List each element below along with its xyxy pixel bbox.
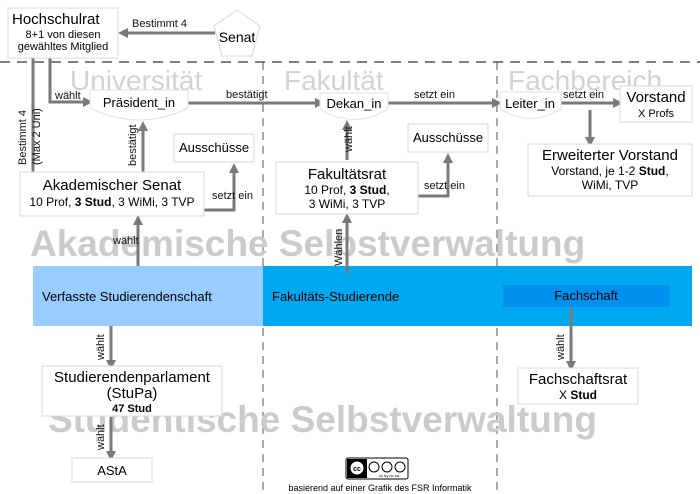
node-fachschaftsrat	[517, 367, 639, 405]
svg-text:cc: cc	[353, 466, 361, 473]
ausschuesse-uni-title: Ausschüsse	[179, 140, 249, 155]
node-studierendenparlament	[41, 365, 223, 417]
vorstand-title: Vorstand	[626, 89, 685, 106]
hochschulrat-line2: gewähltes Mitglied	[18, 41, 109, 53]
arrow-waehlt-praesident	[48, 52, 93, 107]
edge-label-waehlt-dekan: wählt	[343, 126, 355, 153]
node-vorstand	[619, 85, 693, 123]
akad-senat-line1: 10 Prof, 3 Stud, 3 WiMi, 3 TVP	[29, 195, 194, 209]
praesident-title: Präsident_in	[103, 95, 175, 110]
leiter-title: Leiter_in	[505, 96, 555, 111]
cc-license-text: cc by nc sa	[379, 473, 400, 478]
edge-label-bestimmt4-vertical-b: (Max 2 Uni)	[31, 108, 43, 165]
dekan-title: Dekan_in	[327, 96, 382, 111]
by-icon	[368, 461, 380, 473]
node-senat	[213, 9, 261, 57]
fakrat-line1: 10 Prof, 3 Stud,	[304, 183, 389, 197]
erw-vorstand-line2: WiMi, TVP	[582, 178, 638, 192]
band-label-fachschaft: Fachschaft	[554, 288, 618, 303]
stupa-title1: Studierendenparlament	[54, 369, 211, 386]
node-ausschuesse-fak	[407, 123, 489, 153]
edge-label-waehlt-praesident: wählt	[54, 90, 81, 102]
band-label-fakultaets-studierende: Fakultäts-Studierende	[272, 289, 399, 304]
fsr-title: Fachschaftsrat	[529, 371, 628, 388]
akad-senat-title: Akademischer Senat	[43, 177, 182, 194]
node-asta	[71, 457, 153, 483]
arrow-setzt-ein-ausschuesse-uni	[204, 163, 239, 212]
sa-icon	[394, 461, 406, 473]
fsr-line1: X Stud	[559, 388, 597, 402]
edge-label-bestaetigt-dekan: bestätigt	[226, 89, 268, 101]
band-label-verfasste: Verfasste Studierendenschaft	[42, 289, 212, 304]
edge-label-setzt-ein-ausschuesse-uni: setzt ein	[212, 190, 253, 202]
edge-label-setzt-ein-leiter: setzt ein	[414, 89, 455, 101]
fachschaft-box	[503, 285, 670, 307]
stupa-line1: 47 Stud	[112, 403, 152, 415]
node-hochschulrat	[7, 7, 119, 59]
stupa-title2: (StuPa)	[107, 385, 158, 402]
arrow-setzt-ein-ausschuesse-fak	[418, 153, 453, 198]
column-heading-fakultaet: Fakultät	[284, 65, 384, 96]
edge-label-waehlt-stupa: wählt	[95, 334, 107, 361]
edge-label-bestimmt4: Bestimmt 4	[132, 18, 187, 30]
fakrat-title: Fakultätsrat	[308, 166, 387, 183]
band-verfasste-studierendenschaft	[33, 266, 263, 326]
watermark-akademische: Akademische Selbstverwaltung	[30, 223, 585, 264]
edge-label-waehlt-fsr: wählt	[555, 334, 567, 361]
edge-label-bestimmt4-vertical-a: Bestimmt 4	[17, 110, 29, 165]
edge-label-setzt-ein-ausschuesse-fak: setzt ein	[424, 180, 465, 192]
node-leiter	[499, 91, 562, 119]
asta-title: AStA	[97, 463, 127, 478]
fakrat-line2: 3 WiMi, 3 TVP	[309, 197, 385, 211]
edge-label-waehlen-fakrat: Wählen	[333, 229, 345, 266]
node-erweiterter-vorstand	[527, 143, 693, 197]
node-dekan	[319, 92, 389, 120]
hochschulrat-title: Hochschulrat	[12, 11, 100, 28]
edge-label-bestaetigt-vertical: bestätigt	[127, 124, 139, 166]
hochschulrat-line1: 8+1 von diesen	[26, 29, 101, 41]
node-akademischer-senat	[19, 171, 205, 217]
erw-vorstand-line1: Vorstand, je 1-2 Stud,	[551, 164, 668, 178]
node-ausschuesse-uni	[173, 133, 255, 163]
nc-icon	[381, 461, 393, 473]
erw-vorstand-title: Erweiterter Vorstand	[542, 147, 678, 164]
vorstand-line1: X Profs	[638, 108, 675, 120]
cc-icon	[349, 460, 365, 476]
edge-label-waehlt-senat: wählt	[112, 235, 139, 247]
node-praesident	[89, 89, 189, 121]
senat-title: Senat	[219, 29, 256, 45]
ausschuesse-fak-title: Ausschüsse	[413, 130, 483, 145]
footer-credit: basierend auf einer Grafik des FSR Infor…	[288, 483, 472, 493]
edge-label-setzt-ein-vorstand: setzt ein	[563, 89, 604, 101]
edge-label-waehlt-asta: wählt	[95, 424, 107, 451]
node-fakultaetsrat	[275, 161, 419, 215]
